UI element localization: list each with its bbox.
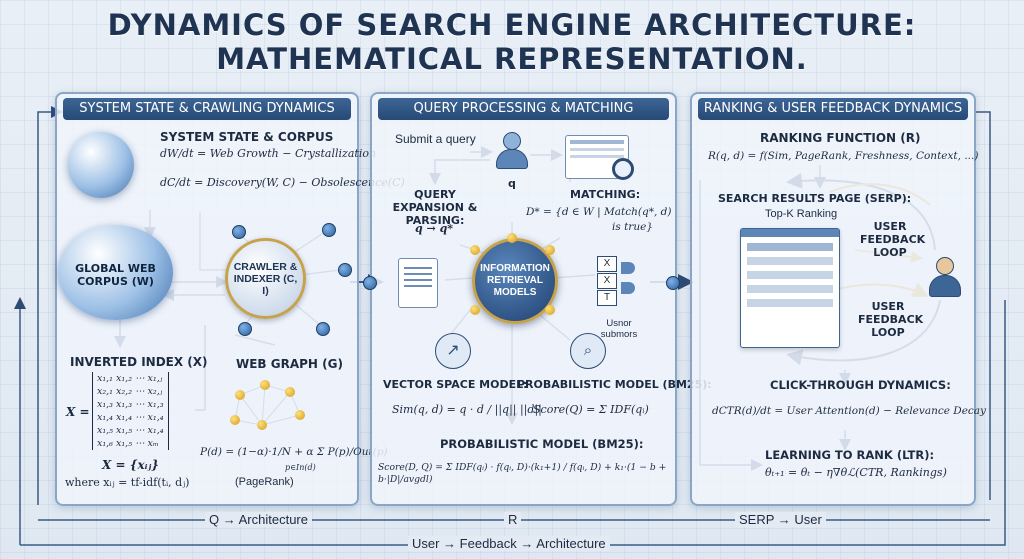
graph-node <box>235 390 245 400</box>
graph-node <box>295 410 305 420</box>
ir-spoke-node <box>507 233 517 243</box>
prob-model-label-small: PROBABILISTIC MODEL (BM25): <box>517 378 712 391</box>
crawler-spoke-node-3 <box>338 263 352 277</box>
bm25-equation: Score(D, Q) = Σ IDF(qᵢ) · f(qᵢ, D)·(k₁+1… <box>378 462 667 485</box>
user-submors-label: Usnor submors <box>600 318 638 340</box>
pagerank-subscript: p∈In(d) <box>285 463 316 472</box>
submit-query-label: Submit a query <box>395 132 476 146</box>
connector-node-left <box>363 276 377 290</box>
matrix-row: x₁,₄ x₁,₄ ⋯ x₁,₄ <box>97 412 164 423</box>
panel-ranking-header: RANKING & USER FEEDBACK DYNAMICS <box>698 98 968 120</box>
matching-label: MATCHING: <box>570 188 641 201</box>
graph-node <box>230 415 240 425</box>
panel-query-header: QUERY PROCESSING & MATCHING <box>378 98 669 120</box>
crawler-spoke-node-4 <box>316 322 330 336</box>
boolean-gates-icon: X X T <box>597 256 642 306</box>
ir-models-node: INFORMATION RETRIEVAL MODELS <box>472 238 558 324</box>
x-where: where xᵢⱼ = tf-idf(tᵢ, dⱼ) <box>65 476 190 489</box>
user-person-icon <box>924 255 964 299</box>
global-web-corpus-globe <box>58 225 173 320</box>
document-icon <box>398 258 438 308</box>
web-graph-label: WEB GRAPH (G) <box>236 357 343 371</box>
serp-label: SEARCH RESULTS PAGE (SERP): <box>718 192 912 205</box>
graph-node <box>257 420 267 430</box>
ir-spoke-node <box>470 305 480 315</box>
ltr-label: LEARNING TO RANK (LTR): <box>765 448 935 462</box>
query-q-label: q <box>508 177 516 190</box>
page-title-line1: DYNAMICS OF SEARCH ENGINE ARCHITECTURE: <box>107 8 917 42</box>
matching-eq-cont: is true} <box>612 221 653 233</box>
inverted-index-matrix: x₁,₁ x₁,₂ ⋯ x₁,ⱼ x₂,₁ x₂,₂ ⋯ x₂,ⱼ x₁,₃ x… <box>92 372 169 450</box>
pagerank-label: (PageRank) <box>235 476 294 488</box>
flow-serp-user: SERP → User <box>735 512 826 527</box>
crawler-spoke-node-2 <box>322 223 336 237</box>
graph-node <box>285 387 295 397</box>
small-globe-icon <box>68 132 134 198</box>
crawler-spoke-node-1 <box>232 225 246 239</box>
eq-web-growth: dW/dt = Web Growth − Crystallization <box>160 147 377 160</box>
top-k-label: Top-K Ranking <box>765 208 838 220</box>
ranking-function-label: RANKING FUNCTION (R) <box>760 131 921 145</box>
vsm-label: VECTOR SPACE MODEL: <box>383 378 528 391</box>
ir-spoke-node <box>470 245 480 255</box>
user-avatar-icon <box>492 130 530 170</box>
connector-node-right <box>666 276 680 290</box>
crawler-spoke-node-5 <box>238 322 252 336</box>
flow-q-architecture: Q → Architecture <box>205 512 312 527</box>
matrix-row: x₁,₃ x₁,₃ ⋯ x₁,₃ <box>97 399 164 410</box>
query-expansion-eq: q → q* <box>415 222 454 235</box>
ir-models-label: INFORMATION RETRIEVAL MODELS <box>480 263 550 298</box>
matrix-row: x₁,₆ x₁,₅ ⋯ xₘ <box>97 438 159 449</box>
flow-user-feedback: User → Feedback → Architecture <box>408 536 610 551</box>
ir-spoke-node <box>545 245 555 255</box>
ir-spoke-node <box>545 305 555 315</box>
query-expansion-label: QUERY EXPANSION & PARSING: <box>392 188 478 227</box>
prob-model-label-big: PROBABILISTIC MODEL (BM25): <box>440 437 644 451</box>
matrix-row: x₁,₅ x₁,₅ ⋯ x₁,₄ <box>97 425 164 436</box>
graph-node <box>260 380 270 390</box>
inverted-index-label: INVERTED INDEX (X) <box>70 355 208 369</box>
ranking-equation: R(q, d) = f(Sim, PageRank, Freshness, Co… <box>708 150 979 162</box>
system-state-title: SYSTEM STATE & CORPUS <box>160 130 334 144</box>
crawler-indexer-label: CRAWLER & INDEXER (C, I) <box>233 260 298 297</box>
matching-eq: D* = {d ∈ W | Match(q*, d) <box>526 206 672 218</box>
magnifier-icon <box>612 158 634 180</box>
search-doc-circle-icon: ⌕ <box>570 333 606 369</box>
prob-model-eq-small: Score(Q) = Σ IDF(qᵢ) <box>533 403 649 416</box>
page-title-line2: MATHEMATICAL REPRESENTATION. <box>216 42 808 76</box>
ltr-equation: θₜ₊₁ = θₜ − η∇θℒ(CTR, Rankings) <box>765 466 947 479</box>
matrix-row: x₂,₁ x₂,₂ ⋯ x₂,ⱼ <box>97 386 163 397</box>
panel-crawling-header: SYSTEM STATE & CRAWLING DYNAMICS <box>63 98 351 120</box>
crawler-indexer-node: CRAWLER & INDEXER (C, I) <box>225 238 306 319</box>
matrix-row: x₁,₁ x₁,₂ ⋯ x₁,ⱼ <box>97 373 163 384</box>
flow-r: R <box>504 512 522 527</box>
chart-circle-icon: ↗ <box>435 333 471 369</box>
pagerank-equation: P(d) = (1−α)·1/N + α Σ P(p)/Out(p) <box>200 446 388 458</box>
serp-window-icon <box>740 228 840 348</box>
x-definition: X = {xᵢⱼ} <box>102 458 159 472</box>
feedback-loop-label-1: USER FEEDBACK LOOP <box>860 220 926 259</box>
eq-discovery: dC/dt = Discovery(W, C) − Obsolescence(C… <box>160 176 405 189</box>
feedback-loop-label-2: USER FEEDBACK LOOP <box>858 300 924 339</box>
matrix-x-label: X = <box>66 405 90 419</box>
vsm-equation: Sim(q, d) = q · d / ||q|| ||d|| <box>392 403 542 416</box>
ctr-label: CLICK-THROUGH DYNAMICS: <box>770 378 951 392</box>
global-web-corpus-label: GLOBAL WEB CORPUS (W) <box>75 262 156 288</box>
ctr-equation: dCTR(d)/dt = User Attention(d) − Relevan… <box>712 405 986 417</box>
search-window-icon <box>565 135 629 179</box>
